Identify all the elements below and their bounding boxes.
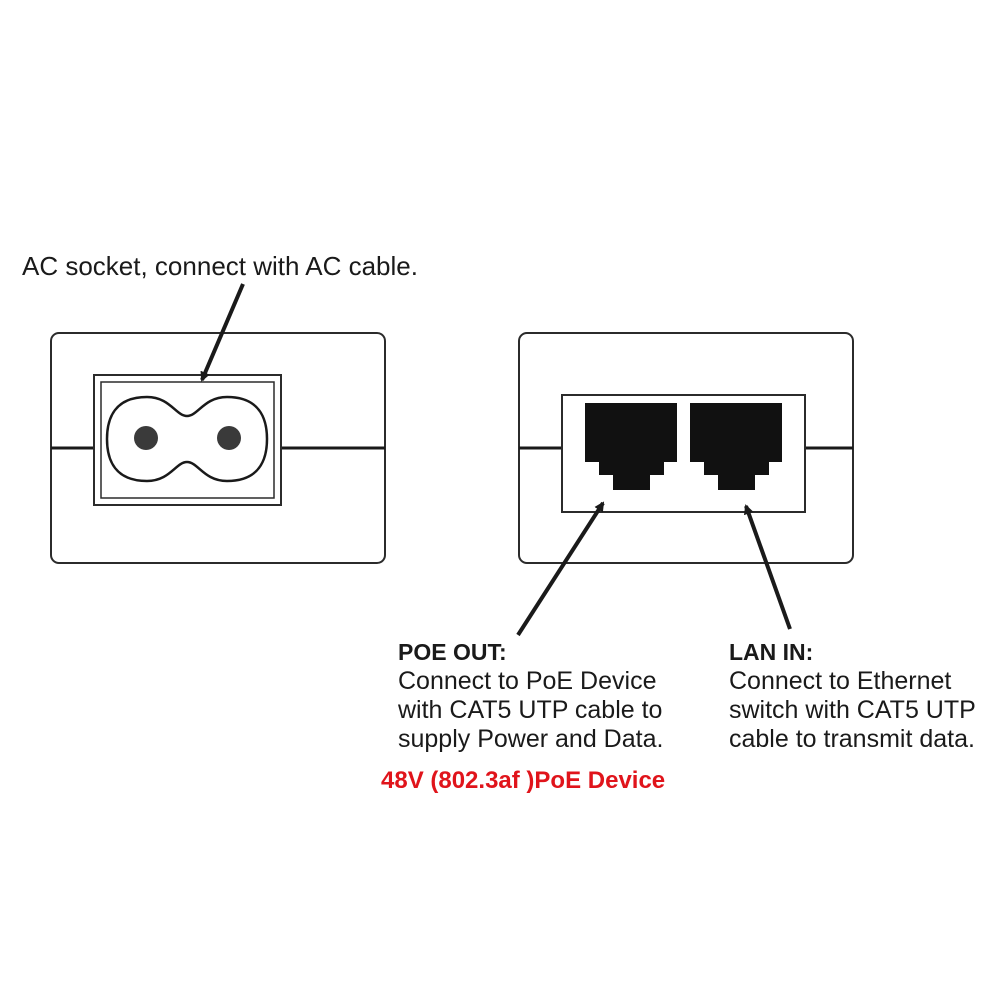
ac-socket-shape: [105, 395, 269, 483]
lan-in-port: [690, 403, 782, 490]
poe-out-arrow: [516, 501, 605, 637]
poe-out-line: supply Power and Data.: [398, 725, 664, 753]
ac-socket-frame-inner: [100, 381, 275, 499]
lan-in-heading: LAN IN:: [729, 639, 814, 665]
lan-in-line: Connect to Ethernet: [729, 667, 952, 695]
lan-in-line: cable to transmit data.: [729, 725, 975, 753]
poe-out-heading: POE OUT:: [398, 639, 507, 665]
poe-out-line: Connect to PoE Device: [398, 667, 657, 695]
rj45-side-panel: [518, 332, 854, 564]
ac-socket-pin-left: [134, 426, 158, 450]
ac-side-panel: [50, 332, 386, 564]
poe-out-port: [585, 403, 677, 490]
poe-out-description: POE OUT: Connect to PoE Device with CAT5…: [398, 638, 663, 754]
poe-out-line: with CAT5 UTP cable to: [398, 696, 663, 724]
lan-in-arrow: [743, 504, 792, 630]
ac-socket-label: AC socket, connect with AC cable.: [22, 251, 418, 281]
ac-socket-pin-right: [217, 426, 241, 450]
lan-in-description: LAN IN: Connect to Ethernet switch with …: [729, 638, 976, 754]
poe-device-class-note: 48V (802.3af )PoE Device: [381, 767, 666, 794]
ac-socket-arrow: [200, 283, 245, 382]
lan-in-line: switch with CAT5 UTP: [729, 696, 976, 724]
